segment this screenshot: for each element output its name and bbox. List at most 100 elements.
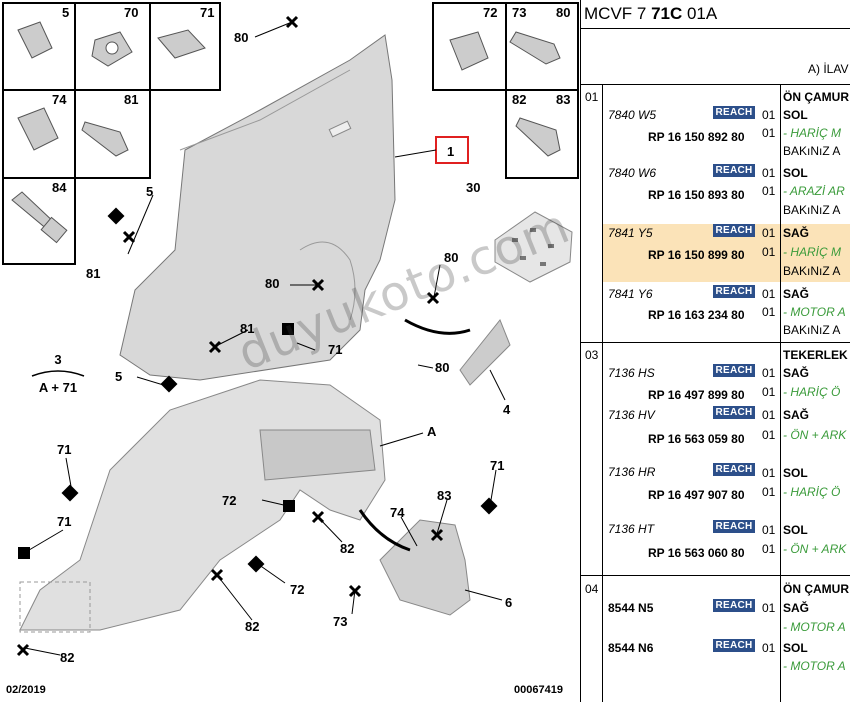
- legend-bottom: A + 71: [39, 380, 77, 395]
- qty: 01: [762, 641, 776, 655]
- qty: 01: [762, 226, 776, 240]
- callout-label: 4: [503, 402, 511, 417]
- callout-label: 80: [234, 30, 248, 45]
- note-ref: BAKıNıZ A: [783, 144, 841, 158]
- qty: 01: [762, 485, 776, 499]
- part-ref[interactable]: RP 16 150 899 80: [648, 248, 745, 262]
- qty: 01: [762, 385, 776, 399]
- clip-5-icon: [17, 21, 53, 59]
- callout-label: 30: [466, 180, 480, 195]
- box-label: 72: [483, 5, 497, 20]
- callout-label: 81: [240, 321, 254, 336]
- box-label: 71: [200, 5, 214, 20]
- group-number: 01: [585, 90, 599, 104]
- callout-label: 5: [115, 369, 122, 384]
- box-label: 70: [124, 5, 138, 20]
- box-label: 84: [52, 180, 67, 195]
- group-title: ÖN ÇAMUR: [783, 582, 849, 596]
- diagram-ref: 00067419: [514, 684, 563, 696]
- group-number: 04: [585, 582, 599, 596]
- part-ref[interactable]: RP 16 150 892 80: [648, 130, 745, 144]
- front-fender-part[interactable]: [119, 34, 396, 381]
- side: SAĞ: [783, 287, 810, 301]
- part-ref[interactable]: RP 16 563 059 80: [648, 432, 745, 446]
- legend-top: 3: [54, 352, 61, 367]
- clip-71-icon: [157, 29, 206, 59]
- callout-label: 80: [265, 276, 279, 291]
- callout-label: 83: [437, 488, 451, 503]
- callout-label: 6: [505, 595, 512, 610]
- part-code[interactable]: 7136 HS: [608, 366, 655, 380]
- part-code[interactable]: 7136 HR: [608, 465, 656, 479]
- callout-label: 80: [435, 360, 449, 375]
- bracket-part[interactable]: [459, 319, 511, 386]
- note: - MOTOR A: [783, 659, 846, 673]
- qty: 01: [762, 523, 776, 537]
- callout-label: 82: [245, 619, 259, 634]
- side: SOL: [783, 466, 808, 480]
- part-code[interactable]: 8544 N5: [608, 601, 654, 615]
- note-ref: BAKıNıZ A: [783, 323, 841, 337]
- part-ref[interactable]: RP 16 163 234 80: [648, 308, 745, 322]
- part-code[interactable]: 7136 HT: [608, 522, 655, 536]
- qty: 01: [762, 601, 776, 615]
- qty: 01: [762, 287, 776, 301]
- part-code[interactable]: 7840 W5: [608, 108, 657, 122]
- callout-label: 1: [447, 144, 454, 159]
- callout-label: 81: [86, 266, 100, 281]
- part-ref[interactable]: RP 16 150 893 80: [648, 188, 745, 202]
- part-code[interactable]: 7841 Y6: [608, 287, 653, 301]
- callout-label: 82: [60, 650, 74, 665]
- part-ref[interactable]: RP 16 497 907 80: [648, 488, 745, 502]
- part-code[interactable]: 7840 W6: [608, 166, 657, 180]
- side: SOL: [783, 108, 808, 122]
- reach-badge: REACH: [713, 406, 755, 419]
- note: - ARAZİ AR: [783, 184, 845, 198]
- nut-72-icon: [449, 31, 489, 71]
- wheel-arch-liner-part[interactable]: [19, 379, 386, 631]
- screw-81-icon: [81, 121, 129, 157]
- diagram-date: 02/2019: [6, 684, 46, 696]
- box-label: 82: [512, 92, 526, 107]
- reach-badge: REACH: [713, 463, 755, 476]
- part-code[interactable]: 7841 Y5: [608, 226, 653, 240]
- callout-label: 71: [328, 342, 342, 357]
- callout-label: 71: [57, 514, 71, 529]
- screw-73-icon: [509, 31, 561, 65]
- qty: 01: [762, 366, 776, 380]
- callout-label: 73: [333, 614, 347, 629]
- qty: 01: [762, 108, 776, 122]
- box-label: 5: [62, 5, 69, 20]
- side: SOL: [783, 166, 808, 180]
- callout-label: 71: [57, 442, 71, 457]
- note-ref: BAKıNıZ A: [783, 203, 841, 217]
- callout-label: A: [427, 424, 437, 439]
- callout-label: 72: [222, 493, 236, 508]
- callout-label: 71: [490, 458, 504, 473]
- reach-badge: REACH: [713, 599, 755, 612]
- clip-kit-part[interactable]: [494, 211, 573, 283]
- note: - ÖN + ARK: [783, 428, 847, 442]
- parts-diagram: 5 70 71 74 81 84 72 73 80 82 83: [2, 2, 579, 696]
- group-number: 03: [585, 348, 599, 362]
- box-label: 73: [512, 5, 526, 20]
- side: SAĞ: [783, 366, 810, 380]
- qty: 01: [762, 184, 776, 198]
- mud-flap-part[interactable]: [379, 519, 471, 616]
- callout-label: 74: [390, 505, 405, 520]
- screw-83-icon: [515, 117, 561, 157]
- box-label: 74: [52, 92, 67, 107]
- part-ref[interactable]: RP 16 563 060 80: [648, 546, 745, 560]
- part-code[interactable]: 7136 HV: [608, 408, 655, 422]
- part-ref[interactable]: RP 16 497 899 80: [648, 388, 745, 402]
- box-label: 81: [124, 92, 138, 107]
- side: SOL: [783, 641, 808, 655]
- reach-badge: REACH: [713, 285, 755, 298]
- qty: 01: [762, 428, 776, 442]
- part-code[interactable]: 8544 N6: [608, 641, 654, 655]
- note: - HARİÇ Ö: [783, 385, 841, 399]
- callout-label: 82: [340, 541, 354, 556]
- callout-label: 72: [290, 582, 304, 597]
- callout-label: 80: [444, 250, 458, 265]
- side: SOL: [783, 523, 808, 537]
